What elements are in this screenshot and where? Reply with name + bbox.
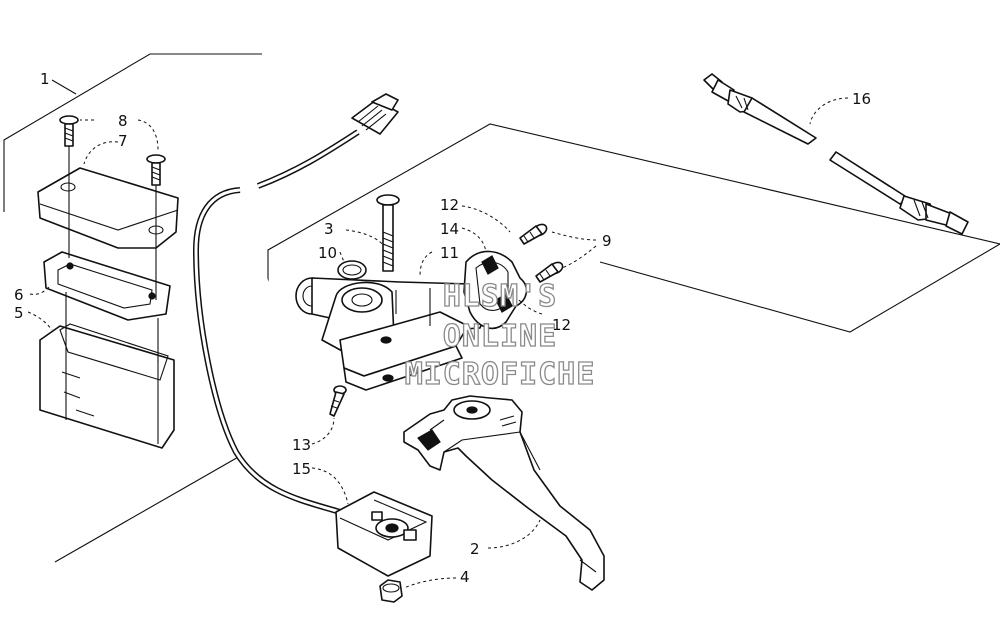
watermark-line-3: MICROFICHE — [405, 357, 596, 392]
callout-13: 13 — [292, 436, 311, 454]
pivot-bolt — [376, 194, 400, 272]
assembly-frame-reservoir — [3, 53, 262, 212]
cover-screw-left — [59, 115, 79, 147]
handlebar-clamp — [463, 250, 528, 330]
callout-11: 11 — [440, 244, 459, 262]
control-cable-upper — [703, 73, 817, 145]
callout-5: 5 — [14, 304, 24, 322]
reservoir-guide-lines — [65, 146, 159, 362]
callout-2: 2 — [470, 540, 480, 558]
callout-14: 14 — [440, 220, 459, 238]
watermark-line-2: ONLINE — [443, 319, 557, 354]
callout-12-lower: 12 — [552, 316, 571, 334]
clamp-screw-upper — [519, 223, 548, 245]
reservoir-diaphragm — [43, 251, 171, 321]
reservoir-cover — [37, 167, 179, 249]
control-cable-lower — [829, 151, 969, 235]
callout-8: 8 — [118, 112, 128, 130]
brake-switch-housing — [335, 491, 433, 577]
reservoir-body — [39, 323, 175, 449]
adjuster-screw — [329, 385, 347, 417]
callout-4: 4 — [460, 568, 470, 586]
switch-cable — [193, 129, 360, 515]
lever-nut — [379, 579, 403, 603]
callout-10: 10 — [318, 244, 337, 262]
leader-lines — [27, 79, 849, 589]
callout-6: 6 — [14, 286, 24, 304]
callout-labels: 1 2 3 4 5 6 7 8 9 10 11 12 12 13 14 15 1… — [14, 70, 871, 586]
callout-7: 7 — [118, 132, 128, 150]
cover-screw-right — [146, 154, 166, 186]
callout-1: 1 — [40, 70, 50, 88]
clamp-screw-lower — [535, 261, 564, 283]
callout-3: 3 — [324, 220, 334, 238]
callout-16: 16 — [852, 90, 871, 108]
callout-15: 15 — [292, 460, 311, 478]
watermark: HLSM'S ONLINE MICROFICHE — [404, 278, 596, 392]
brake-lever — [403, 395, 605, 591]
watermark-line-1: HLSM'S — [443, 279, 557, 314]
o-ring — [337, 260, 367, 280]
callout-9: 9 — [602, 232, 612, 250]
master-cylinder-body — [295, 277, 491, 391]
cable-connector — [351, 93, 399, 135]
callout-12-upper: 12 — [440, 196, 459, 214]
